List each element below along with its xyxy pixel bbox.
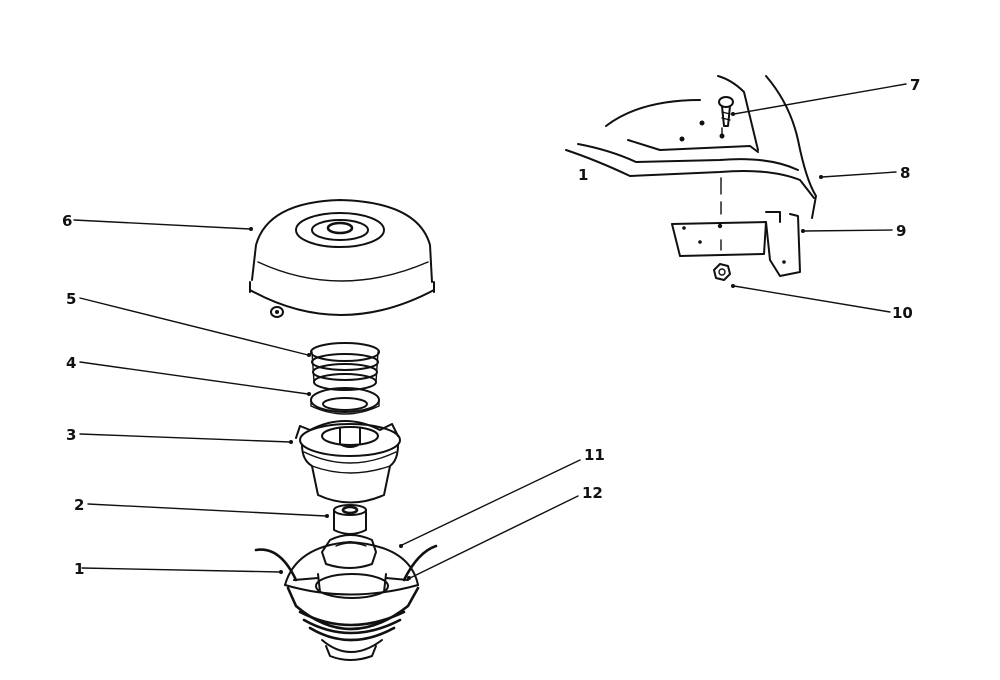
callout-12: 12 [582,484,603,502]
part-10-nut [713,263,731,281]
part-8-deck [565,75,817,219]
cutting-line [254,544,438,582]
callout-5: 5 [66,290,76,308]
callout-11: 11 [584,446,605,464]
part-5-spring [310,342,380,391]
callout-4: 4 [66,354,76,372]
callout-8: 8 [900,164,910,182]
part-3-spool [295,420,401,504]
callout-labels: 6 5 4 3 2 1 11 12 7 8 9 10 1 [62,76,920,578]
callout-10: 10 [892,304,913,322]
assembly-axis [720,127,723,251]
callout-1: 1 [74,560,84,578]
part-4-washer [310,387,380,415]
part-1-base [284,541,420,661]
callout-2: 2 [74,496,84,514]
callout-6: 6 [62,212,72,230]
callout-7: 7 [910,76,920,94]
leader-lines [73,83,907,580]
callout-9: 9 [896,222,906,240]
part-2-adapter [333,504,367,535]
part-7-bolt [718,96,734,127]
deck-marker: 1 [578,166,588,184]
part-9-bracket [671,211,801,277]
callout-3: 3 [66,426,76,444]
part-6-cover [249,199,435,318]
part-11-housing [321,534,377,569]
